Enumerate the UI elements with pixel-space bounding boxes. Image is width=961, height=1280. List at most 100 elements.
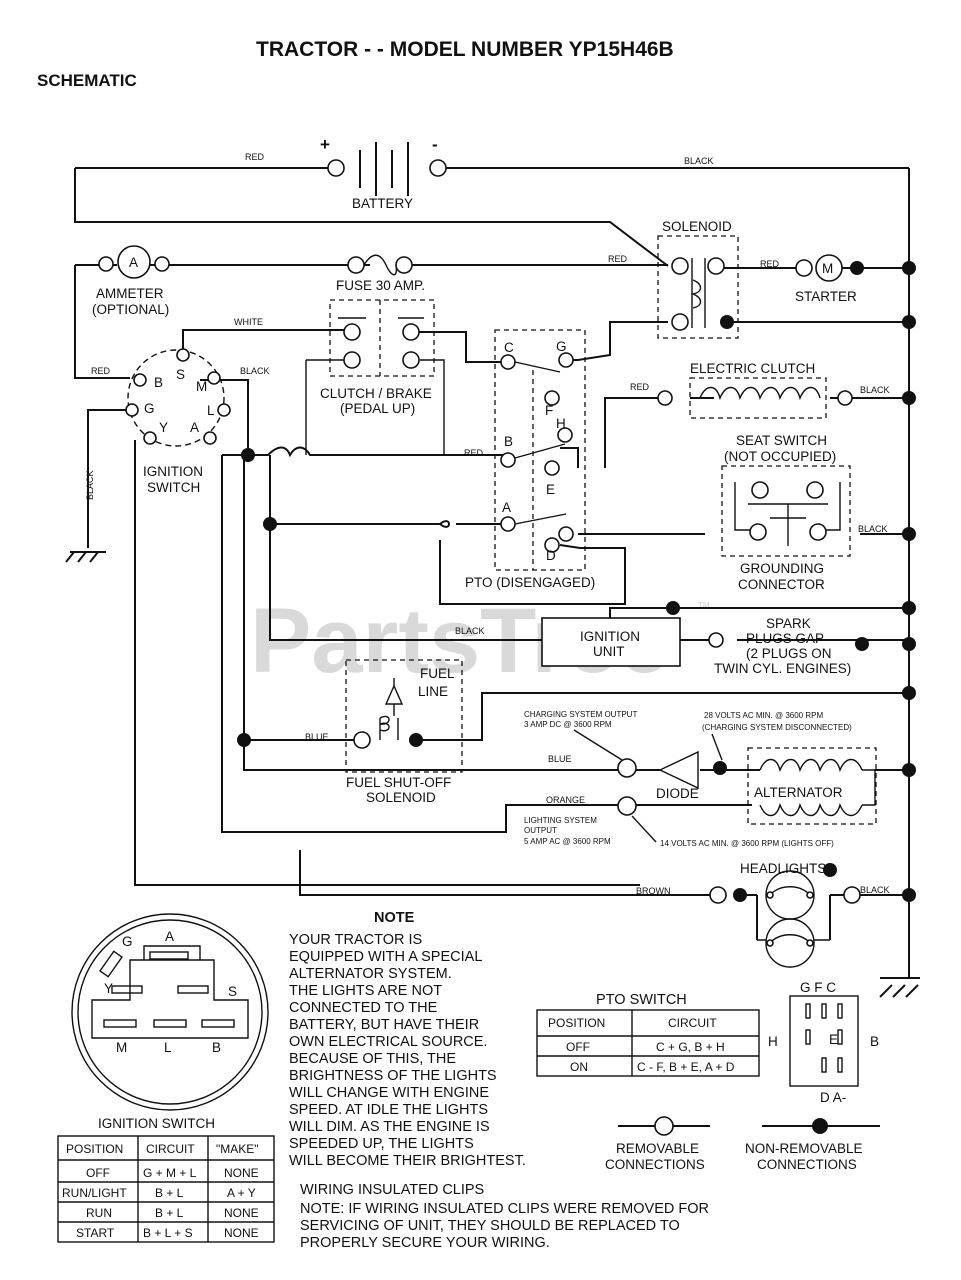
clutch-brake-state: (PEDAL UP) [340,401,415,416]
wire-label-black-ignition-unit: BLACK [455,626,485,636]
battery-minus: - [432,135,438,154]
ignition-diagram-a: A [165,929,174,944]
ignition-diagram-y: Y [104,981,113,996]
orange-wire [221,455,620,833]
wire-label-white: WHITE [234,317,263,327]
ignition-unit-wire [269,524,542,641]
ignition-table-cell: B + L [155,1206,184,1220]
ignition-diagram-m: M [116,1040,127,1055]
ground-bus-ground [879,984,919,998]
page-subtitle: SCHEMATIC [37,71,137,90]
pto-connector-left: H [768,1034,778,1049]
fuel-solenoid: FUEL LINE FUEL SHUT-OFF SOLENOID [345,659,463,805]
note-line: BATTERY, BUT HAVE THEIR [289,1017,479,1033]
headlights-label: HEADLIGHTS [740,861,826,876]
battery-plus: + [320,135,330,154]
note-line: WILL DIM. AS THE ENGINE IS [289,1119,490,1135]
solenoid-to-pto-wire [568,321,668,361]
brown-wire [299,850,718,896]
note-line: EQUIPPED WITH A SPECIAL [289,949,482,965]
clips-line: PROPERLY SECURE YOUR WIRING. [300,1235,550,1251]
ignition-table-cell: NONE [224,1166,259,1180]
ignition-g-ground-wire [87,409,130,548]
fuse-label: FUSE 30 AMP. [336,278,425,293]
pto-label: PTO (DISENGAGED) [465,575,595,590]
headlights: HEADLIGHTS [709,861,861,968]
ignition-diagram-caption: IGNITION SWITCH [98,1116,215,1131]
pto-d-loop [439,540,626,605]
ignition-table-header-circuit: CIRCUIT [146,1142,195,1156]
ignition-table-cell: RUN [86,1206,112,1220]
clips-note: WIRING INSULATED CLIPS NOTE: IF WIRING I… [300,1182,709,1251]
clutch-brake-label: CLUTCH / BRAKE [320,386,432,401]
watermark-tm: TM [698,601,710,610]
ignition-terminal-l: L [207,403,215,418]
volts28-label-1: 28 VOLTS AC MIN. @ 3600 RPM [704,711,823,720]
fuel-solenoid-label-2: SOLENOID [366,790,436,805]
alternator-label: ALTERNATOR [754,785,843,800]
wire-label-red-battery: RED [245,152,265,162]
legend-nonremovable-1: NON-REMOVABLE [745,1141,863,1156]
pto-table-cell: C + G, B + H [656,1040,725,1054]
seat-switch-label: SEAT SWITCH [736,433,827,448]
pto-table-header-position: POSITION [548,1016,605,1030]
diode-label: DIODE [656,786,699,801]
ammeter-label: AMMETER [96,286,164,301]
junction-dots [237,261,916,902]
clips-heading: WIRING INSULATED CLIPS [300,1182,484,1198]
note-heading: NOTE [374,910,415,926]
lighting-output-label-1: LIGHTING SYSTEM [524,816,597,825]
wire-label-red-ignition: RED [91,366,111,376]
ignition-switch-label-2: SWITCH [147,480,200,495]
fuel-solenoid-label-1: FUEL SHUT-OFF [346,775,451,790]
pto-terminal-a: A [502,500,511,515]
fuel-line-label-1: FUEL [420,666,455,681]
ammeter-symbol: A [129,255,138,270]
ignition-diagram-b: B [212,1040,221,1055]
note-line: BECAUSE OF THIS, THE [289,1051,456,1067]
ignition-table-cell: B + L + S [143,1226,193,1240]
wire-label-orange: ORANGE [546,795,585,805]
electric-clutch-label: ELECTRIC CLUTCH [690,361,815,376]
clips-line: NOTE: IF WIRING INSULATED CLIPS WERE REM… [300,1201,709,1217]
volts28-label-2: (CHARGING SYSTEM DISCONNECTED) [702,723,852,732]
battery: + - BATTERY [320,135,447,211]
legend-removable-2: CONNECTIONS [605,1157,705,1172]
clutch-brake-switch: CLUTCH / BRAKE (PEDAL UP) [305,299,445,455]
note-line: SPEED. AT IDLE THE LIGHTS [289,1102,488,1118]
ignition-terminal-g: G [144,401,155,416]
ignition-table-cell: NONE [224,1206,259,1220]
ignition-table-header-position: POSITION [66,1142,123,1156]
pto-connector-right: B [870,1034,879,1049]
fuel-line-label-2: LINE [418,684,448,699]
ignition-table: POSITION CIRCUIT "MAKE" OFF G + M + L NO… [57,1135,275,1243]
ignition-terminal-m: M [196,379,207,394]
spark-plugs-label-2: PLUGS GAP [746,631,824,646]
wire-label-red-solenoid: RED [608,254,628,264]
note-block: NOTE YOUR TRACTOR IS EQUIPPED WITH A SPE… [289,910,526,1169]
pto-table-cell: ON [570,1060,588,1074]
wire-label-black-battery: BLACK [684,156,714,166]
wire-label-black-ground: BLACK [85,470,95,500]
note-line: WILL CHANGE WITH ENGINE [289,1085,489,1101]
ammeter-optional: (OPTIONAL) [92,302,169,317]
note-line: CONNECTED TO THE [289,1000,438,1016]
wire-label-black-ignition: BLACK [240,366,270,376]
starter-label: STARTER [795,289,857,304]
pto-table: PTO SWITCH POSITION CIRCUIT OFF C + G, B… [536,992,760,1077]
ignition-table-cell: G + M + L [143,1166,197,1180]
ignition-table-cell: RUN/LIGHT [62,1186,127,1200]
ignition-switch-diagram: G A Y S M L B IGNITION SWITCH [71,913,269,1131]
ignition-unit: IGNITION UNIT SPARK PLUGS GAP (2 PLUGS O… [541,601,869,676]
ignition-terminal-b: B [154,375,163,390]
wire-labels: RED BLACK RED RED WHITE RED BLACK RED BL… [85,152,890,896]
wire-label-blue-charging: BLUE [548,754,572,764]
note-line: THE LIGHTS ARE NOT [289,983,442,999]
starter: M STARTER [795,254,864,304]
spark-plugs-label-3: (2 PLUGS ON [746,646,832,661]
ignition-table-cell: OFF [86,1166,110,1180]
wire-label-red-pto: RED [464,448,484,458]
charging-system: DIODE ALTERNATOR CHARGING SYSTEM OUTPUT … [524,710,877,848]
ignition-table-cell: START [76,1226,115,1240]
pto-terminal-b: B [504,434,513,449]
